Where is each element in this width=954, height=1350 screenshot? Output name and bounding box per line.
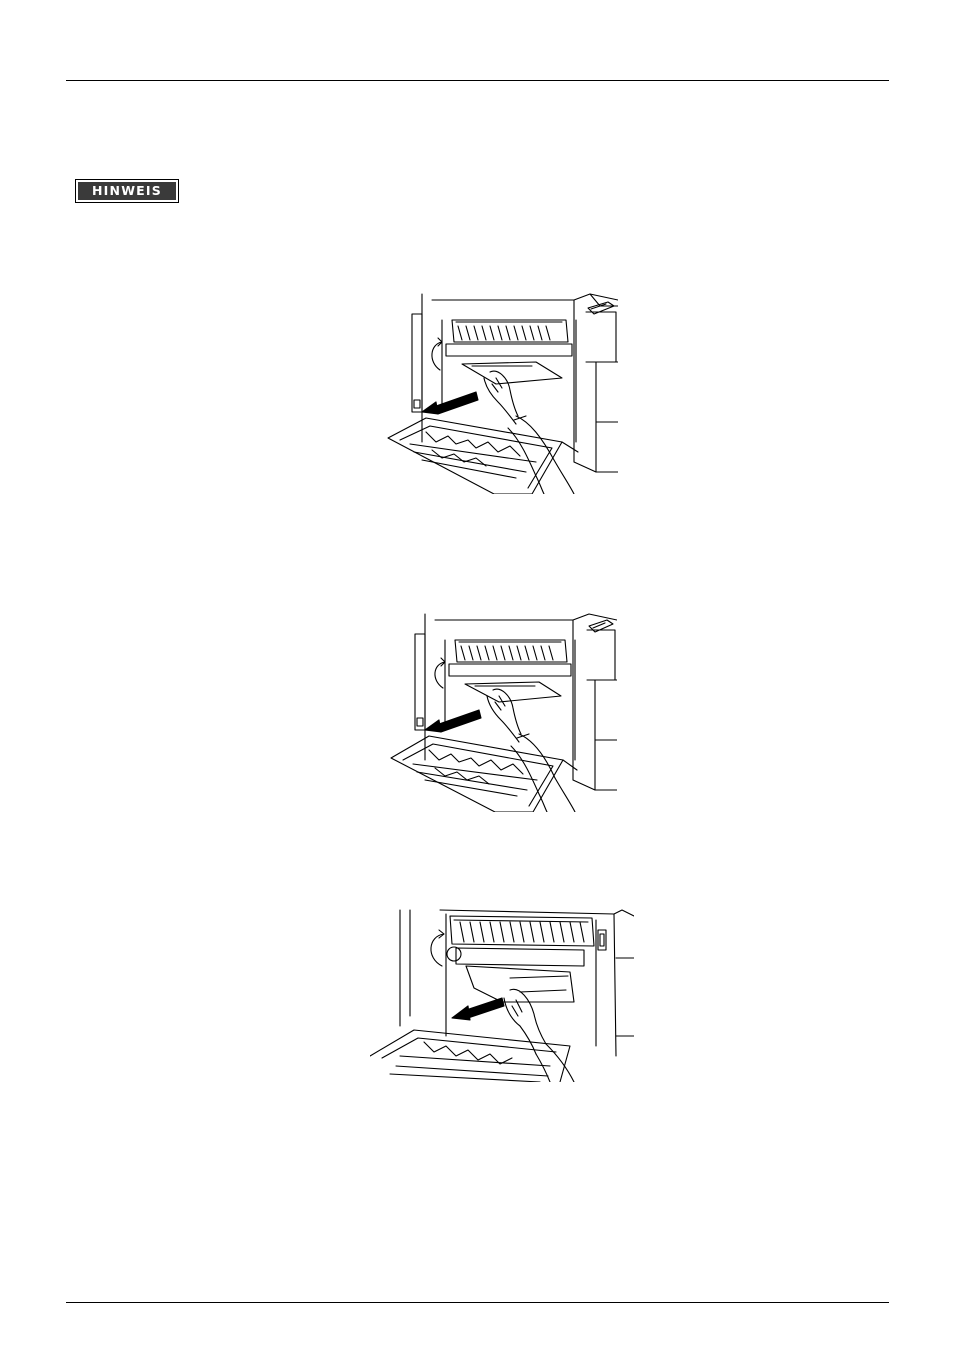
header-rule [66,80,889,81]
figure-1 [386,292,618,494]
figure-3 [370,906,634,1082]
printer-illustration-3 [370,909,634,1082]
footer-rule [66,1302,889,1303]
hinweis-label: HINWEIS [78,182,176,200]
printer-illustration-2 [390,613,617,812]
figure-2 [389,612,617,812]
printer-illustration-1 [387,293,618,494]
hinweis-badge: HINWEIS [75,179,179,203]
